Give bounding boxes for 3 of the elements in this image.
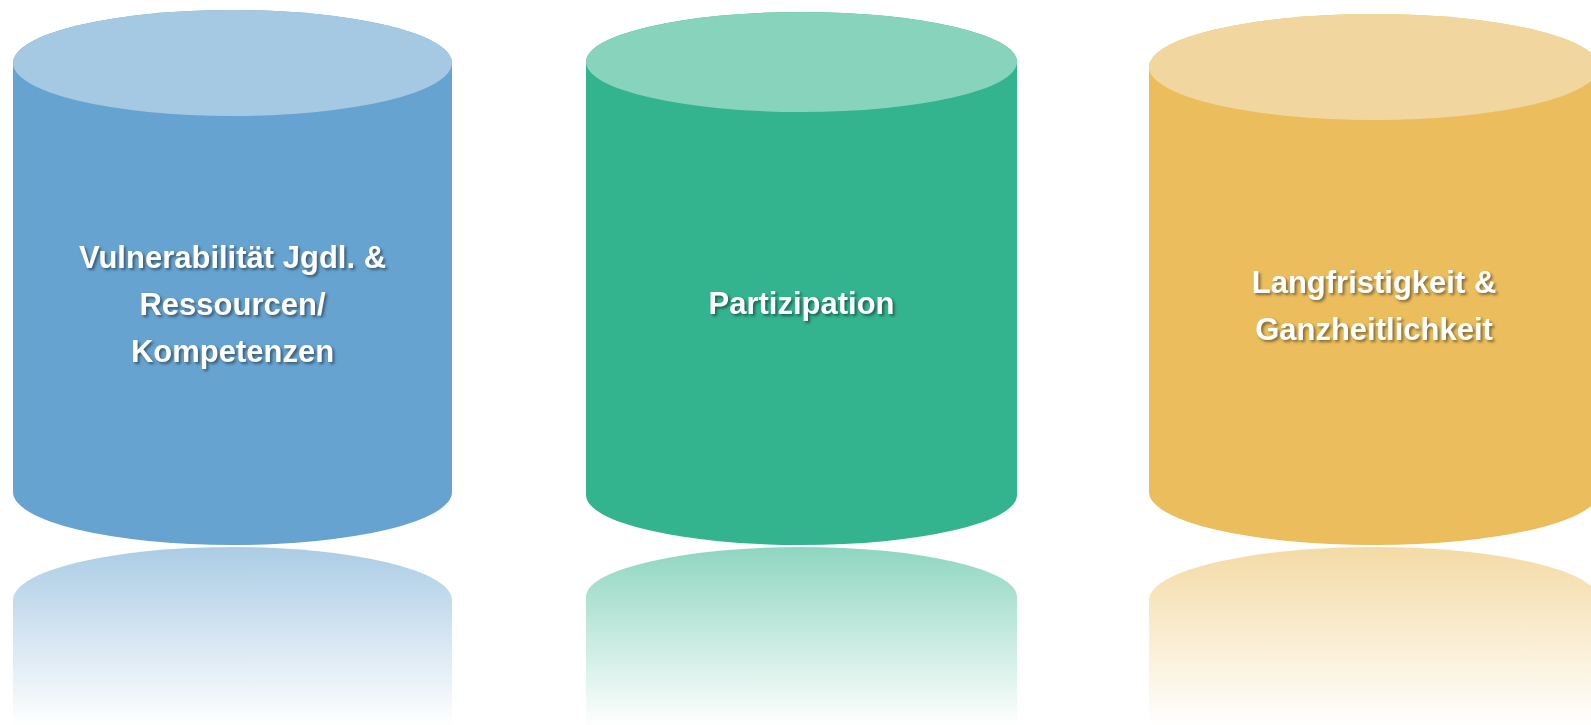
cylinder-label: Partizipation [708, 285, 895, 323]
cylinder-label: Langfristigkeit & Ganzheitlichkeit [1250, 264, 1498, 349]
cylinder-label: Vulnerabilität Jgdl. & Ressourcen/ Kompetenzen [77, 238, 388, 371]
